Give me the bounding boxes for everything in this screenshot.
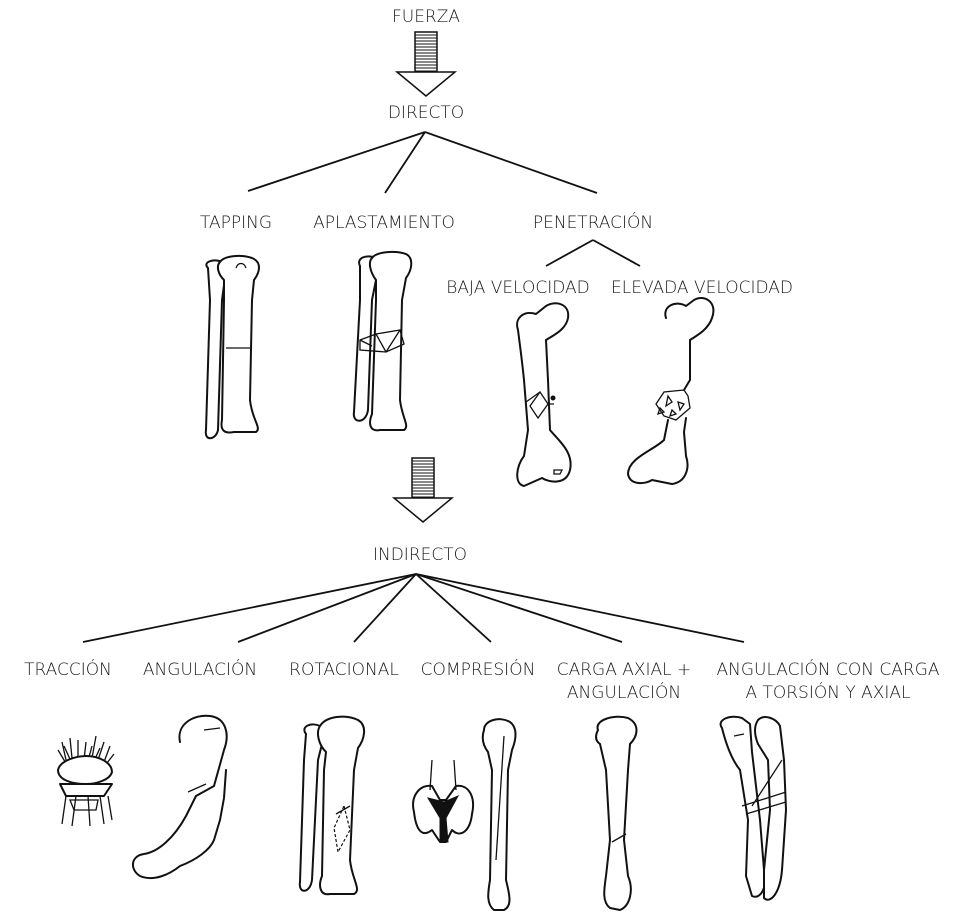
node-angulacion-carga-line1: ANGULACIÓN CON CARGA — [716, 658, 939, 680]
arrow-down-icon — [394, 458, 452, 522]
node-baja-velocidad: BAJA VELOCIDAD — [446, 278, 590, 298]
bone-traccion-illustration — [58, 736, 114, 826]
node-tapping: TAPPING — [200, 213, 272, 233]
node-directo: DIRECTO — [388, 103, 464, 123]
node-carga-axial-line1: CARGA AXIAL + — [557, 660, 692, 680]
node-compresion: COMPRESIÓN — [421, 658, 536, 680]
connector-lines-directo — [248, 132, 597, 193]
node-traccion: TRACCIÓN — [24, 658, 112, 680]
bone-compresion-illustration — [413, 719, 515, 910]
node-penetracion: PENETRACIÓN — [533, 211, 653, 233]
node-angulacion-carga-line2: A TORSIÓN Y AXIAL — [745, 681, 910, 703]
connector-lines-penetracion — [546, 240, 640, 266]
node-rotacional: ROTACIONAL — [289, 660, 399, 680]
bone-angulacion-illustration — [133, 716, 227, 878]
node-fuerza: FUERZA — [392, 7, 460, 27]
bone-baja-velocidad-illustration — [517, 303, 571, 486]
bone-aplastamiento-illustration — [354, 252, 411, 430]
bone-elevada-velocidad-illustration — [628, 298, 713, 484]
connector-lines-indirecto — [83, 574, 744, 642]
node-carga-axial-line2: ANGULACIÓN — [567, 681, 681, 703]
arrow-down-icon — [397, 32, 455, 96]
node-aplastamiento: APLASTAMIENTO — [313, 213, 455, 233]
bone-tapping-illustration — [206, 256, 259, 438]
node-angulacion: ANGULACIÓN — [143, 658, 257, 680]
bone-rotacional-illustration — [300, 717, 364, 895]
node-indirecto: INDIRECTO — [373, 545, 467, 565]
node-elevada-velocidad: ELEVADA VELOCIDAD — [611, 278, 793, 298]
bone-carga-axial-illustration — [596, 717, 637, 910]
bone-torsion-axial-illustration — [721, 717, 786, 900]
